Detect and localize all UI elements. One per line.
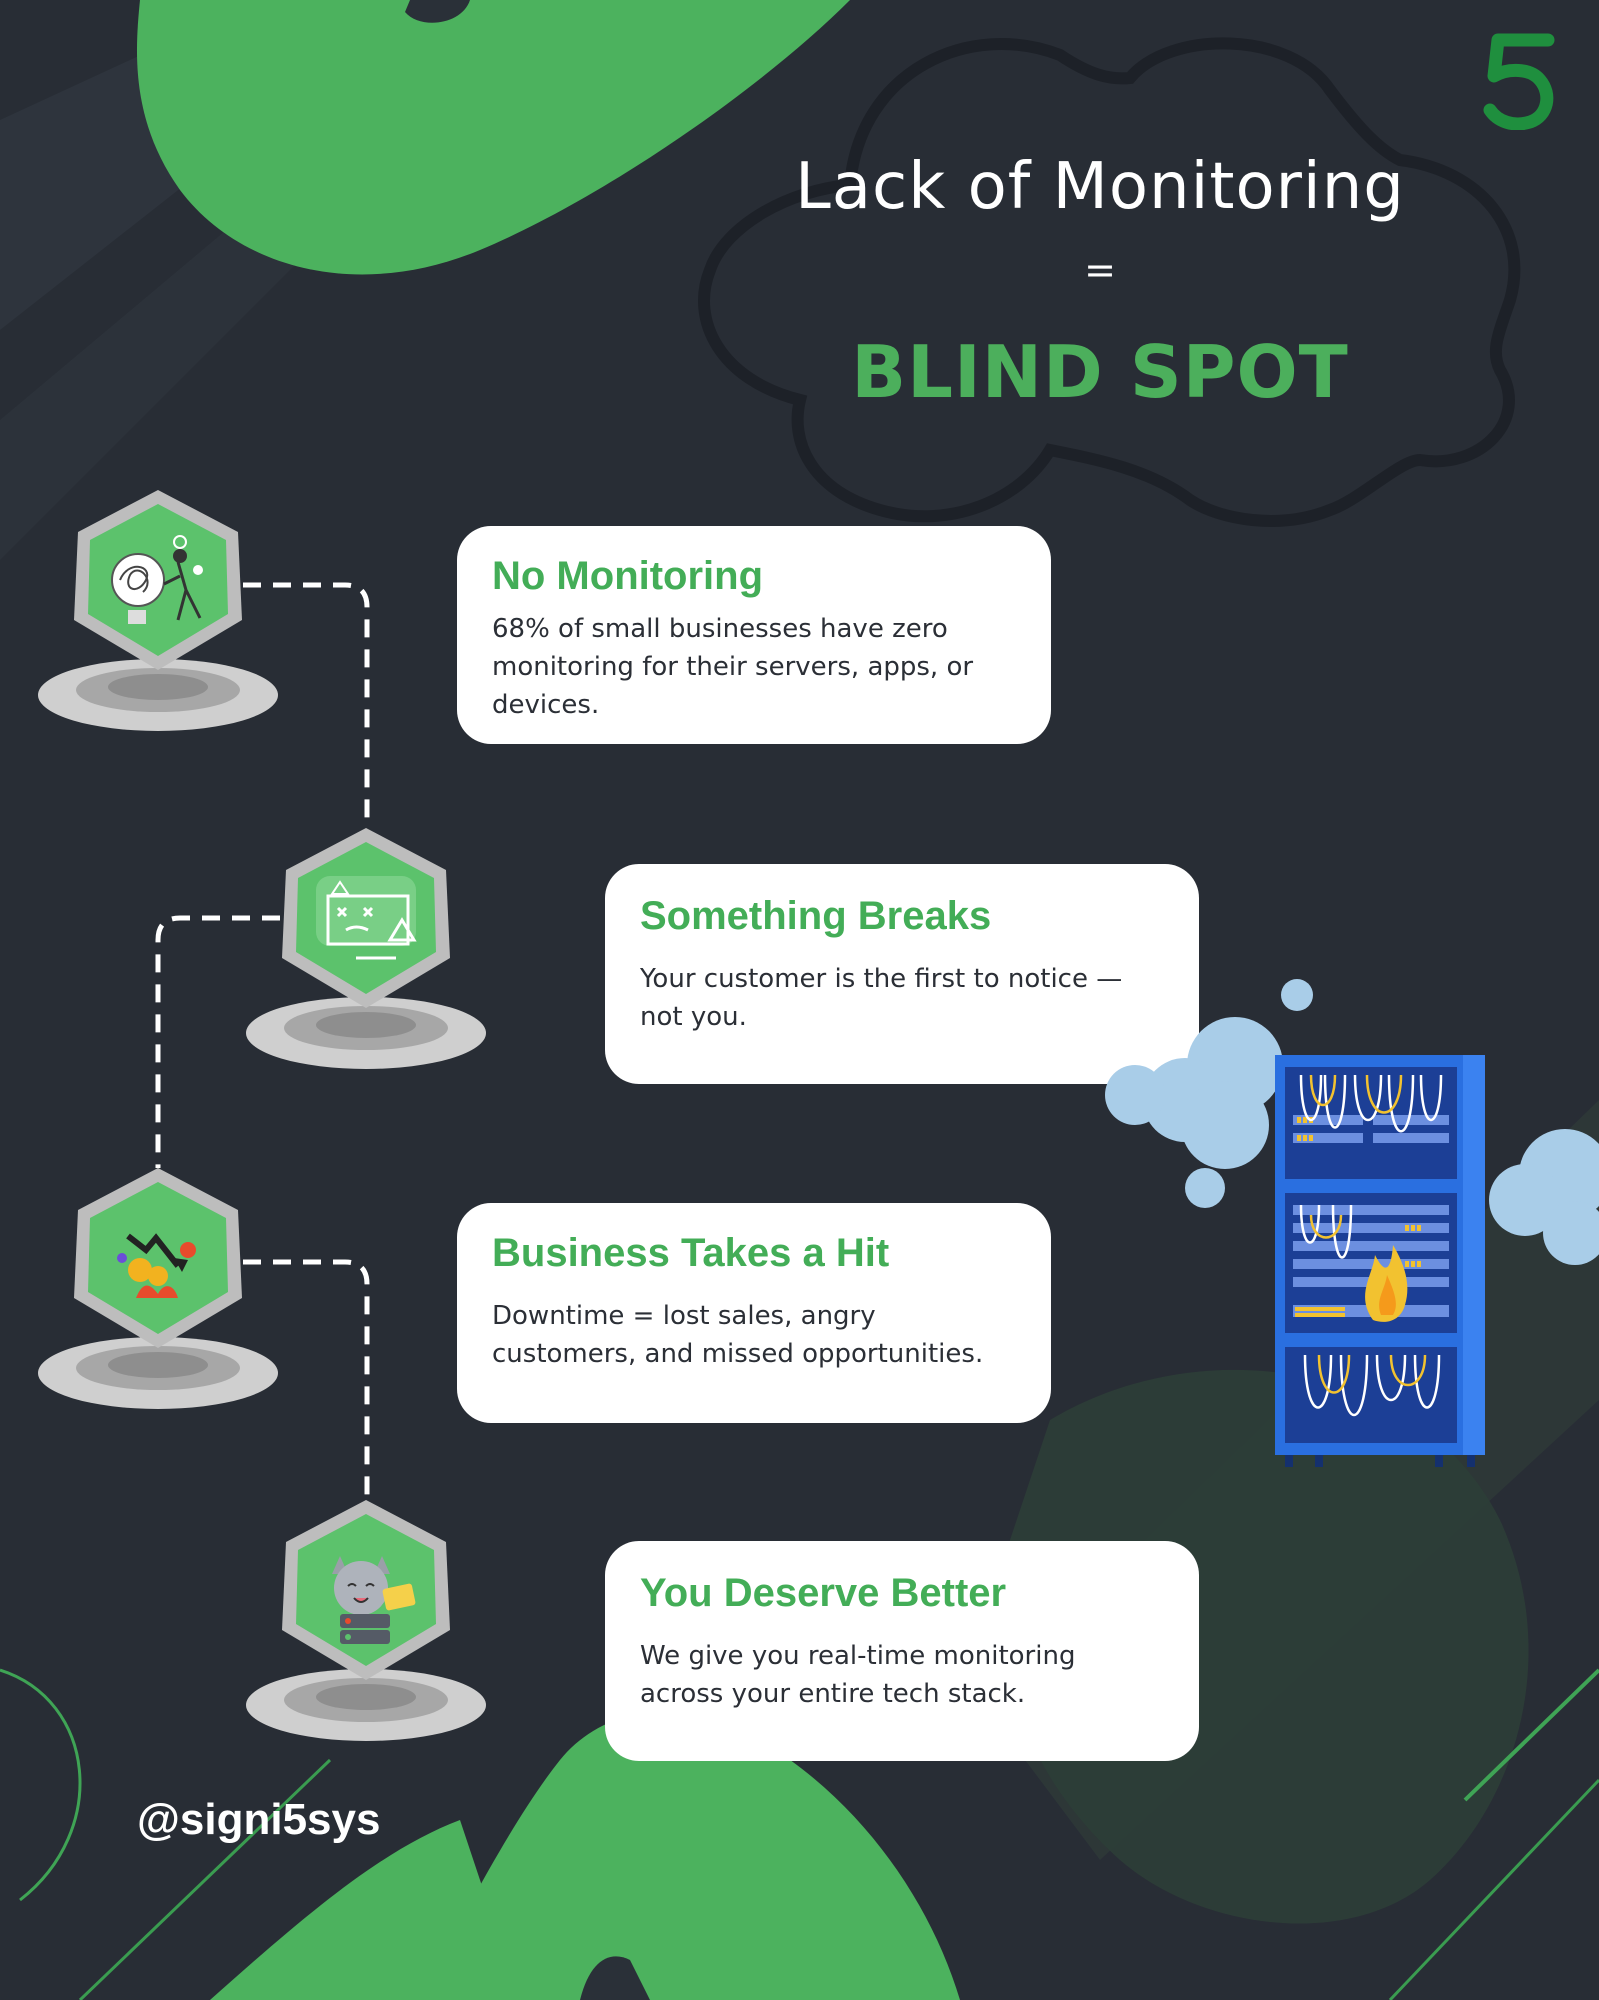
step-body: Downtime = lost sales, angry customers, … [492,1301,984,1369]
title-equals: = [1084,248,1116,292]
title-line-2: BLIND SPOT [851,330,1349,414]
step-card-business-hit: Business Takes a Hit Downtime = lost sal… [457,1203,1051,1423]
burning-server-rack-illustration [1105,979,1599,1467]
falling-revenue-icon [38,1168,278,1409]
step-card-no-monitoring: No Monitoring 68% of small businesses ha… [457,526,1051,744]
step-heading: Business Takes a Hit [492,1231,890,1275]
brand-logo [1483,33,1555,130]
step-body: We give you real-time monitoring across … [640,1641,1076,1709]
social-handle: @signi5sys [137,1795,381,1844]
step-heading: You Deserve Better [640,1571,1007,1615]
step-heading: No Monitoring [492,554,764,598]
happy-cat-server-icon [246,1500,486,1741]
step-body: 68% of small businesses have zero monito… [492,614,974,720]
tangled-thoughts-icon [38,490,278,731]
title-line-1: Lack of Monitoring [795,150,1405,224]
step-body: Your customer is the first to notice — n… [640,964,1123,1032]
step-heading: Something Breaks [640,894,992,938]
broken-monitor-icon [246,828,486,1069]
step-card-something-breaks: Something Breaks Your customer is the fi… [605,864,1199,1084]
step-card-deserve-better: You Deserve Better We give you real-time… [605,1541,1199,1761]
